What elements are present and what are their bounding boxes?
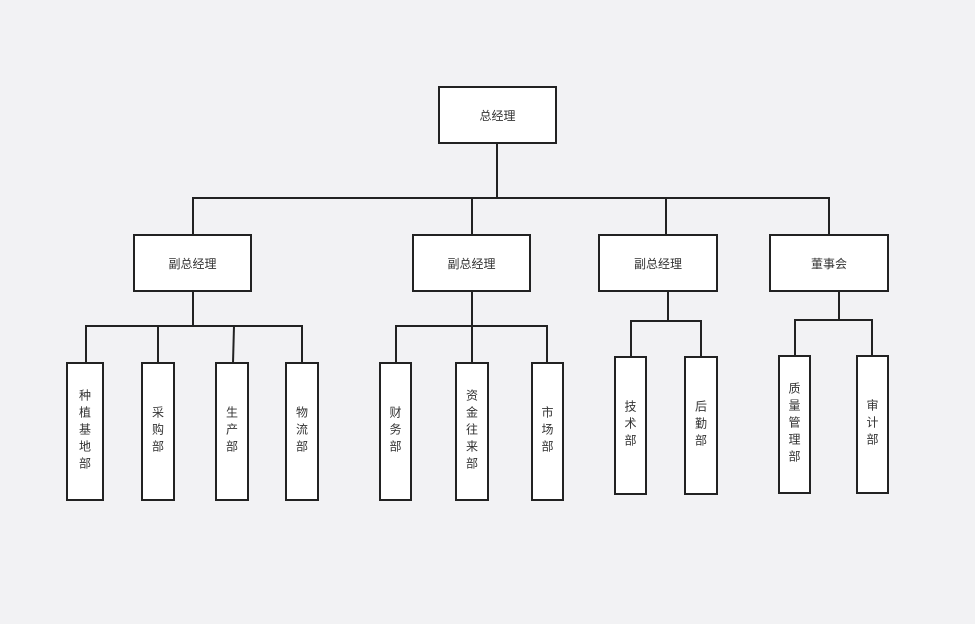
node-logistics: 物流部 — [285, 362, 319, 501]
node-label: 生产部 — [224, 406, 239, 457]
node-deputy-manager-2: 副总经理 — [412, 234, 531, 292]
node-label: 审计部 — [865, 399, 879, 450]
node-label: 资金往来部 — [464, 389, 479, 474]
node-funds: 资金往来部 — [455, 362, 489, 501]
node-label: 副总经理 — [168, 256, 217, 271]
node-planting-base: 种植基地部 — [66, 362, 104, 501]
node-deputy-manager-3: 副总经理 — [598, 234, 718, 292]
node-logistics-support: 后勤部 — [684, 356, 718, 495]
node-procurement: 采购部 — [141, 362, 175, 501]
node-label: 后勤部 — [693, 400, 708, 451]
node-marketing: 市场部 — [531, 362, 564, 501]
node-quality-management: 质量管理部 — [778, 355, 811, 494]
node-board: 董事会 — [769, 234, 889, 292]
node-label: 总经理 — [479, 108, 516, 123]
node-label: 财务部 — [388, 406, 402, 457]
node-audit: 审计部 — [856, 355, 889, 494]
node-label: 副总经理 — [447, 256, 496, 271]
node-label: 采购部 — [150, 406, 165, 457]
node-label: 技术部 — [623, 400, 637, 451]
node-technology: 技术部 — [614, 356, 647, 495]
node-label: 质量管理部 — [787, 382, 801, 467]
node-label: 副总经理 — [633, 256, 682, 271]
node-label: 董事会 — [810, 256, 847, 271]
node-label: 市场部 — [540, 406, 554, 457]
node-deputy-manager-1: 副总经理 — [133, 234, 252, 292]
node-finance: 财务部 — [379, 362, 412, 501]
node-general-manager: 总经理 — [438, 86, 557, 144]
node-label: 种植基地部 — [77, 389, 92, 474]
node-production: 生产部 — [215, 362, 249, 501]
node-label: 物流部 — [294, 406, 309, 457]
